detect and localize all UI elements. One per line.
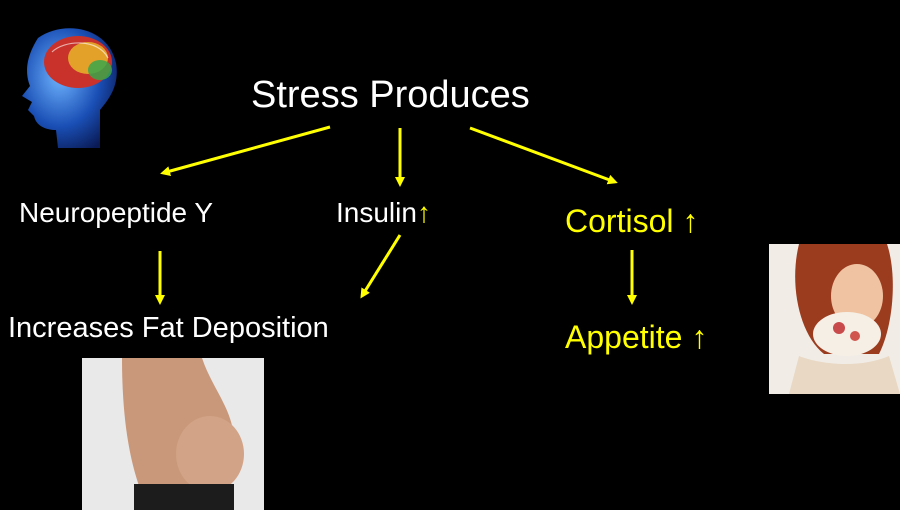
up-arrow-icon: ↑ bbox=[417, 197, 431, 228]
node-appetite: Appetite ↑ bbox=[565, 321, 707, 353]
node-fat-deposition: Increases Fat Deposition bbox=[8, 314, 329, 343]
node-cortisol: Cortisol ↑ bbox=[565, 205, 698, 237]
node-neuropeptide-y: Neuropeptide Y bbox=[19, 199, 213, 227]
node-insulin-label: Insulin bbox=[336, 197, 417, 228]
diagram-title: Stress Produces bbox=[251, 76, 530, 114]
arrow-stress-to-cortisol bbox=[470, 128, 615, 182]
node-insulin: Insulin↑ bbox=[336, 199, 431, 227]
arrow-insulin-to-fat bbox=[362, 235, 400, 296]
arrow-stress-to-neuropeptide bbox=[163, 127, 330, 173]
